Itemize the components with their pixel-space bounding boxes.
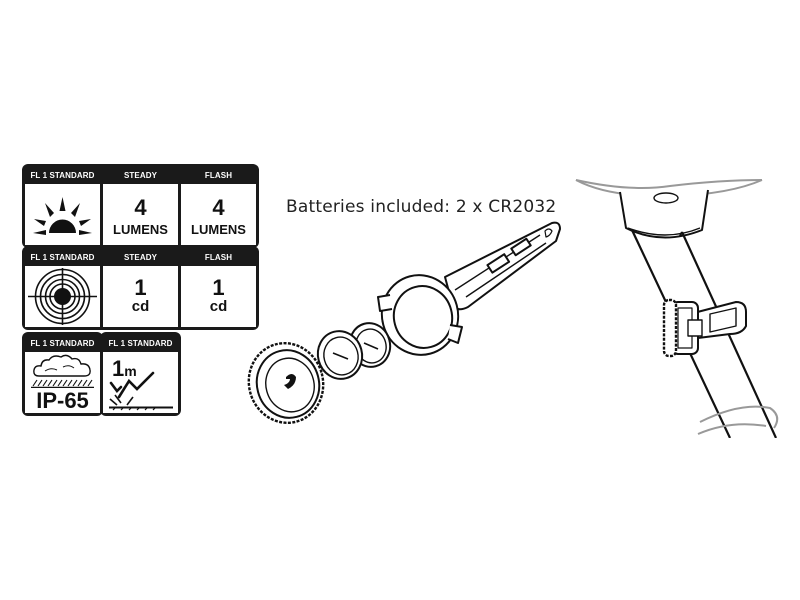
drop-height-unit: m [124, 363, 137, 379]
impact-cell: FL 1 STANDARD 1m [103, 335, 178, 413]
flash-label: FLASH [181, 167, 256, 184]
candela-standard-cell: FL 1 STANDARD [25, 249, 100, 327]
drop-height: 1m [112, 356, 137, 382]
water-resistance-panel: FL 1 STANDARD IP-65 [22, 332, 103, 416]
steady-label: STEADY [103, 167, 178, 184]
steady-unit: LUMENS [113, 222, 168, 237]
lumens-steady-cell: STEADY 4 LUMENS [103, 167, 178, 245]
standard-label: FL 1 STANDARD [25, 249, 100, 266]
lumens-standard-cell: FL 1 STANDARD [25, 167, 100, 245]
candela-flash-cell: FLASH 1 cd [181, 249, 256, 327]
flash-label: FLASH [181, 249, 256, 266]
candela-panel: FL 1 STANDARD STEADY 1 cd FLASH 1 cd [22, 246, 259, 330]
ip-rating: IP-65 [36, 388, 89, 413]
standard-label: FL 1 STANDARD [103, 335, 178, 352]
target-icon [28, 268, 97, 325]
steady-value: 4 [134, 195, 147, 220]
standard-label: FL 1 STANDARD [25, 335, 100, 352]
sunburst-icon [33, 197, 92, 235]
flash-unit: LUMENS [191, 222, 246, 237]
impact-resistance-panel: FL 1 STANDARD 1m [100, 332, 181, 416]
candela-steady-cell: STEADY 1 cd [103, 249, 178, 327]
rain-cloud-icon [31, 354, 94, 388]
drop-impact-icon [109, 371, 173, 411]
lumens-panel: FL 1 STANDARD STEADY 4 LUMENS FLASH 4 LU… [22, 164, 259, 248]
batteries-caption: Batteries included: 2 x CR2032 [286, 197, 557, 217]
drop-height-value: 1 [112, 356, 125, 381]
water-cell: FL 1 STANDARD IP-65 [25, 335, 100, 413]
standard-label: FL 1 STANDARD [25, 167, 100, 184]
exploded-light-assembly-icon [247, 221, 561, 425]
flash-value: 1 [212, 275, 225, 300]
steady-label: STEADY [103, 249, 178, 266]
steady-value: 1 [134, 275, 147, 300]
steady-unit: cd [131, 298, 150, 315]
flash-unit: cd [209, 298, 228, 315]
flash-value: 4 [212, 195, 225, 220]
lumens-flash-cell: FLASH 4 LUMENS [181, 167, 256, 245]
seatpost-mounted-light-icon [575, 179, 779, 438]
